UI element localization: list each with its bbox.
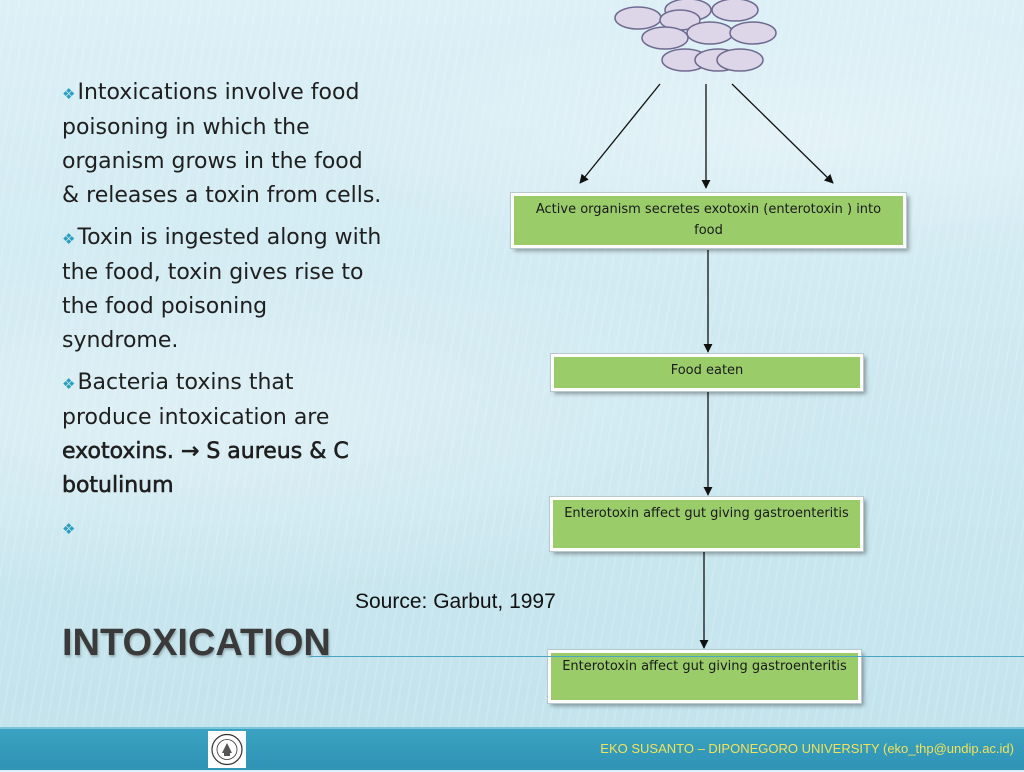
bullet-text-2: Toxin is ingested along with the food, t… [62,225,382,353]
flow-box-text: Active organism secretes exotoxin (enter… [535,202,882,238]
flow-box-text: Enterotoxin affect gut giving gastroente… [564,506,849,521]
diamond-bullet-icon: ❖ [62,375,76,393]
flow-box-text: Food eaten [670,363,744,378]
flow-box-enterotoxin-2: Enterotoxin affect gut giving gastroente… [547,649,862,704]
footer-bar: EKO SUSANTO – DIPONEGORO UNIVERSITY (eko… [0,727,1024,770]
bacteria-cell [641,26,689,50]
diamond-bullet-icon: ❖ [62,85,76,103]
arrow-right [731,83,834,184]
bullet-text-3: Bacteria toxins that produce intoxicatio… [62,370,330,430]
bullet-item-2: ❖Toxin is ingested along with the food, … [62,221,382,358]
bullet-text-1: Intoxications involve food poisoning in … [62,80,382,208]
bacteria-cell [686,21,734,45]
title-divider [310,656,1024,657]
source-caption: Source: Garbut, 1997 [355,590,556,613]
bullet-list: ❖Intoxications involve food poisoning in… [62,76,382,554]
arrow-right-icon: → [180,439,200,465]
flow-box-secretes-exotoxin: Active organism secretes exotoxin (enter… [510,192,907,249]
bacteria-cell [711,0,759,22]
bacteria-cell [729,21,777,45]
slide-title: INTOXICATION [62,622,331,664]
diamond-bullet-icon: ❖ [62,230,76,248]
flow-box-enterotoxin-1: Enterotoxin affect gut giving gastroente… [549,496,864,552]
flow-box-text: Enterotoxin affect gut giving gastroente… [562,659,847,674]
footer-credit: EKO SUSANTO – DIPONEGORO UNIVERSITY (eko… [600,741,1014,756]
bullet-text-3-bold-2: S aureus & C botulinum [62,439,349,499]
bullet-item-3: ❖Bacteria toxins that produce intoxicati… [62,366,382,503]
arrow-left [579,83,661,184]
university-seal-icon [208,731,246,768]
bullet-text-3-bold: exotoxins. [62,439,174,465]
bullet-item-4: ❖ [62,511,382,546]
flow-box-food-eaten: Food eaten [550,353,864,392]
bacteria-cluster [614,0,777,72]
bacteria-cell [614,6,662,30]
diamond-bullet-icon: ❖ [62,520,76,538]
bullet-item-1: ❖Intoxications involve food poisoning in… [62,76,382,213]
bacteria-cell [716,48,764,72]
